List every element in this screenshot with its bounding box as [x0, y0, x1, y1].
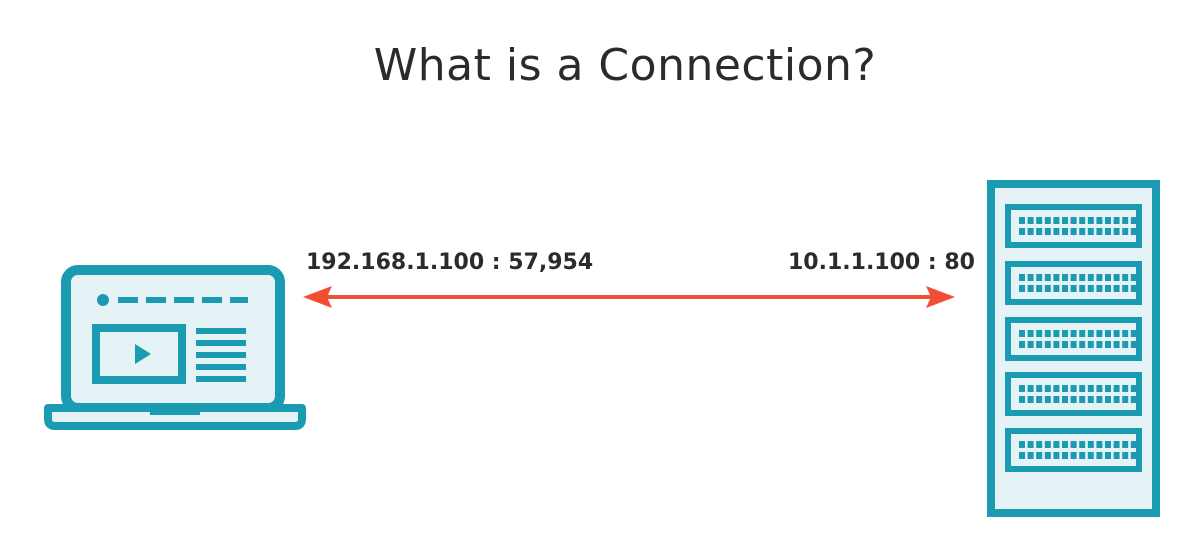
server-unit [1005, 261, 1142, 305]
server-unit [1005, 428, 1142, 472]
server-unit [1005, 204, 1142, 248]
arrow-head-left [303, 286, 332, 308]
address-bar-dashes [118, 297, 248, 303]
server-address-label: 10.1.1.100 : 80 [788, 250, 975, 275]
laptop-icon [44, 265, 306, 430]
server-unit [1005, 372, 1142, 416]
laptop-trackpad [150, 406, 200, 415]
slide-title: What is a Connection? [373, 40, 877, 91]
laptop-base [44, 404, 306, 430]
play-icon [135, 344, 151, 364]
server-rack-icon [987, 180, 1160, 517]
client-address-label: 192.168.1.100 : 57,954 [306, 250, 594, 275]
server-unit [1005, 317, 1142, 361]
connection-arrow [303, 286, 955, 308]
browser-dot [97, 294, 109, 306]
arrow-head-right [926, 286, 955, 308]
server-units [1005, 204, 1142, 472]
text-lines [196, 328, 246, 382]
